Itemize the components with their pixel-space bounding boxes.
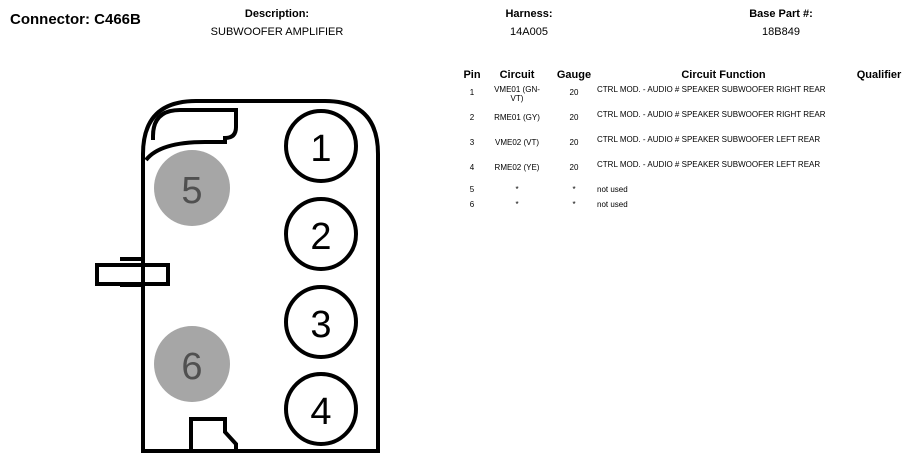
connector-title: Connector: C466B xyxy=(10,11,141,28)
connector-housing-outline xyxy=(141,99,380,453)
side-latch-outer xyxy=(120,257,143,287)
row-pin: 2 xyxy=(469,113,475,122)
row-function: not used xyxy=(597,185,628,194)
row-gauge: 20 xyxy=(569,163,579,172)
row-pin: 4 xyxy=(469,163,475,172)
col-header-gauge: Gauge xyxy=(556,69,592,81)
col-header-function: Circuit Function xyxy=(681,69,766,81)
row-gauge: 20 xyxy=(569,138,579,147)
pin-1-label: 1 xyxy=(310,128,331,170)
pin-2-cavity xyxy=(284,197,358,271)
description-value: SUBWOOFER AMPLIFIER xyxy=(210,26,344,38)
pin-6-cavity xyxy=(154,326,230,402)
harness-label: Harness: xyxy=(505,8,553,20)
pin-2-label: 2 xyxy=(310,216,331,258)
row-circuit: * xyxy=(515,200,519,209)
pin-3-cavity xyxy=(284,285,358,359)
row-gauge: * xyxy=(572,185,576,194)
bottom-keying-notch xyxy=(189,417,238,449)
row-circuit: RME02 (YE) xyxy=(494,163,540,172)
top-keying-notch xyxy=(144,108,238,162)
col-header-pin: Pin xyxy=(463,69,481,81)
side-latch xyxy=(95,263,170,286)
row-function: CTRL MOD. - AUDIO # SPEAKER SUBWOOFER LE… xyxy=(597,160,821,169)
row-function: CTRL MOD. - AUDIO # SPEAKER SUBWOOFER LE… xyxy=(597,135,821,144)
pin-3-label: 3 xyxy=(310,304,331,346)
row-pin: 5 xyxy=(469,185,475,194)
pin-4-cavity xyxy=(284,372,358,446)
pin-4-label: 4 xyxy=(310,391,331,433)
pin-1-cavity xyxy=(284,109,358,183)
base-part-label: Base Part #: xyxy=(749,8,813,20)
row-function: CTRL MOD. - AUDIO # SPEAKER SUBWOOFER RI… xyxy=(597,110,826,119)
row-circuit: RME01 (GY) xyxy=(494,113,540,122)
harness-value: 14A005 xyxy=(510,26,548,38)
connector-face-diagram: 1 2 3 4 5 6 xyxy=(95,99,380,453)
pin-5-label: 5 xyxy=(181,170,202,212)
base-part-value: 18B849 xyxy=(762,26,800,38)
col-header-qualifier: Qualifier xyxy=(856,69,902,81)
row-gauge: * xyxy=(572,200,576,209)
row-pin: 6 xyxy=(469,200,475,209)
row-pin: 3 xyxy=(469,138,475,147)
row-circuit: VME01 (GN-VT) xyxy=(494,85,540,103)
row-circuit: VME02 (VT) xyxy=(494,138,539,147)
pin-5-cavity xyxy=(154,150,230,226)
row-gauge: 20 xyxy=(569,88,579,97)
pin-6-label: 6 xyxy=(181,346,202,388)
row-pin: 1 xyxy=(469,88,475,97)
description-label: Description: xyxy=(244,8,310,20)
row-function: not used xyxy=(597,200,628,209)
row-gauge: 20 xyxy=(569,113,579,122)
row-circuit: * xyxy=(515,185,519,194)
row-function: CTRL MOD. - AUDIO # SPEAKER SUBWOOFER RI… xyxy=(597,85,826,94)
col-header-circuit: Circuit xyxy=(499,69,535,81)
